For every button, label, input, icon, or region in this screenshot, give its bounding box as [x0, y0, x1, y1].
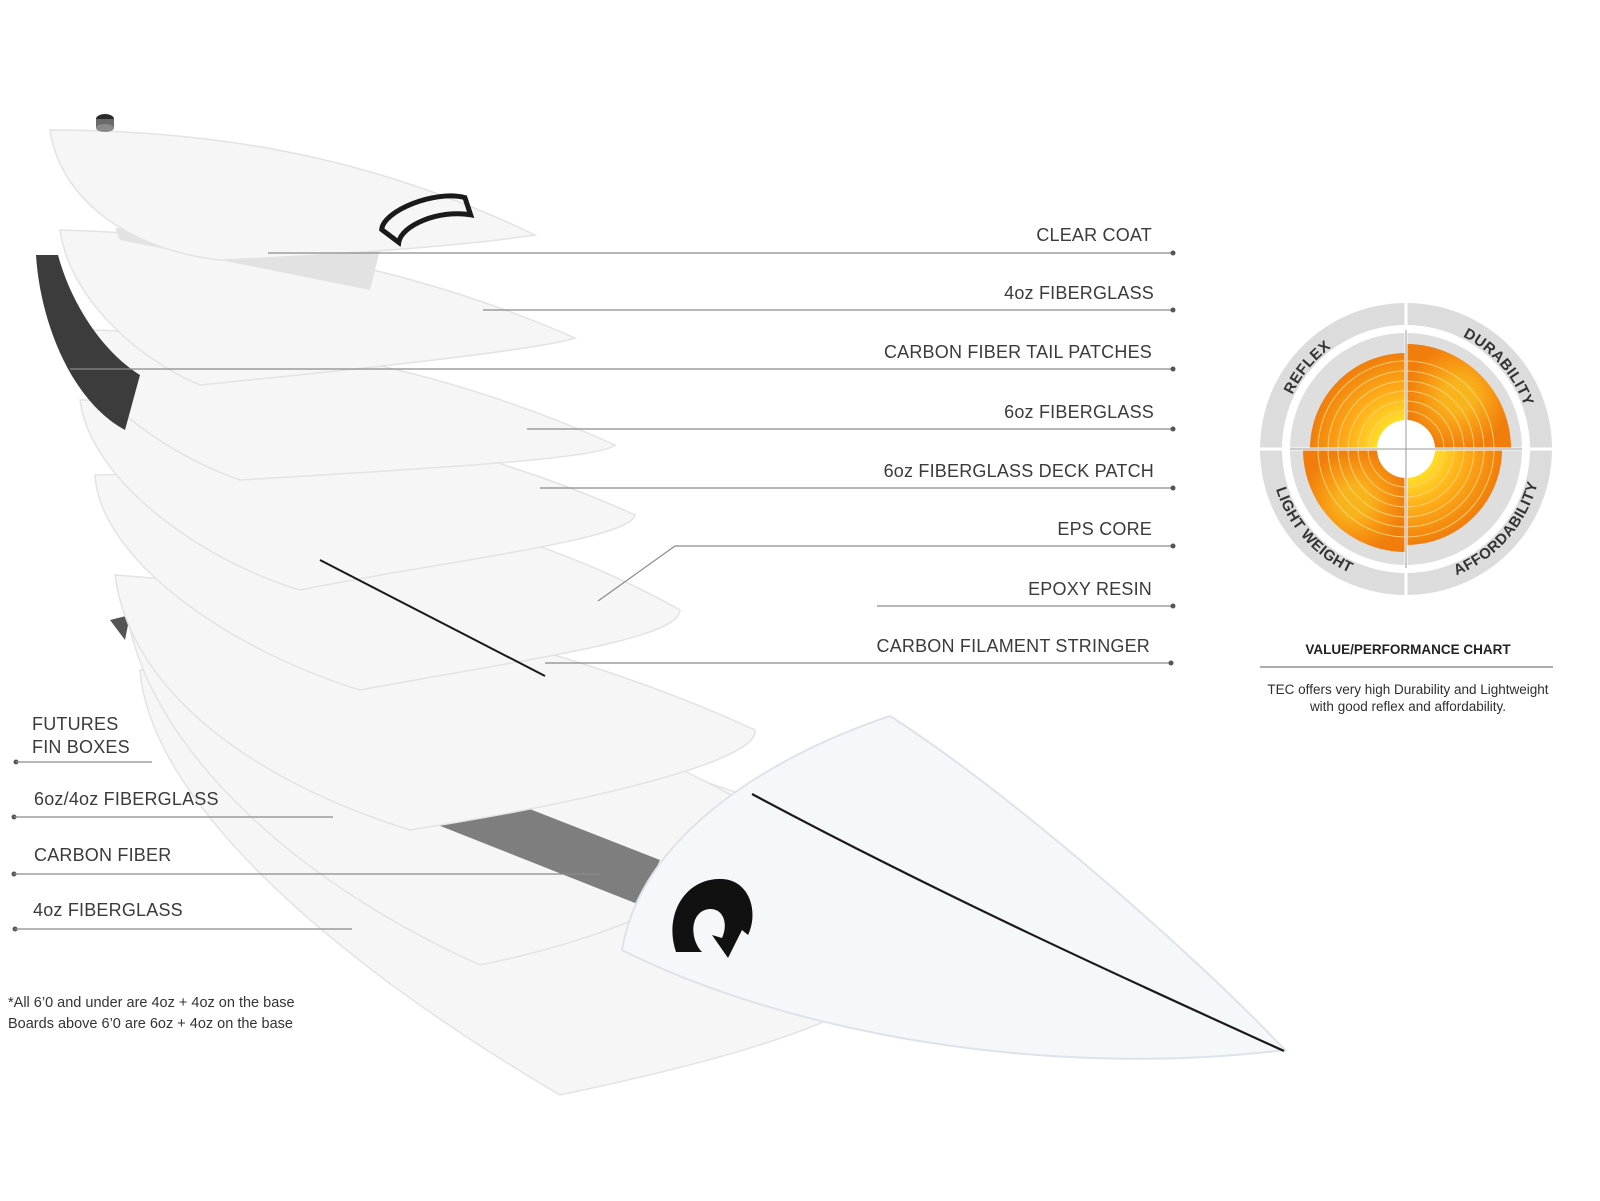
label-6oz-fiberglass: 6oz FIBERGLASS [1004, 402, 1154, 422]
label-epoxy-resin: EPOXY RESIN [1028, 579, 1152, 599]
torq-logo-icon [379, 193, 475, 247]
bottom-layer-labels: FUTURES FIN BOXES 6oz/4oz FIBERGLASS CAR… [11, 714, 600, 932]
footnote-line1: *All 6’0 and under are 4oz + 4oz on the … [8, 995, 295, 1011]
performance-wheel: REFLEX DURABILITY AFFORDABILITY LIGHT WE… [1259, 302, 1553, 596]
label-6oz-4oz-fiberglass: 6oz/4oz FIBERGLASS [34, 789, 219, 809]
chart-desc-line1: TEC offers very high Durability and Ligh… [1267, 682, 1548, 697]
leash-plug-icon [96, 114, 114, 132]
label-carbon-fiber-tail-patches: CARBON FIBER TAIL PATCHES [884, 342, 1152, 362]
label-4oz-fiberglass-bottom: 4oz FIBERGLASS [33, 900, 183, 920]
label-4oz-fiberglass-deck: 4oz FIBERGLASS [1004, 283, 1154, 303]
footnote-line2: Boards above 6’0 are 6oz + 4oz on the ba… [8, 1016, 293, 1032]
board-nose [620, 714, 1288, 1060]
label-futures-line2: FIN BOXES [32, 737, 130, 757]
label-carbon-fiber: CARBON FIBER [34, 845, 171, 865]
label-eps-core: EPS CORE [1057, 519, 1152, 539]
footnote: *All 6’0 and under are 4oz + 4oz on the … [8, 995, 295, 1032]
deck-layer-labels: CLEAR COAT 4oz FIBERGLASS CARBON FIBER T… [70, 225, 1176, 666]
label-6oz-deck-patch: 6oz FIBERGLASS DECK PATCH [884, 461, 1154, 481]
chart-title: VALUE/PERFORMANCE CHART [1305, 642, 1511, 657]
label-futures-line1: FUTURES [32, 714, 118, 734]
torq-logo-icon [672, 878, 753, 958]
performance-chart-caption: VALUE/PERFORMANCE CHART TEC offers very … [1260, 642, 1553, 714]
chart-desc-line2: with good reflex and affordability. [1309, 699, 1506, 714]
label-clear-coat: CLEAR COAT [1036, 225, 1152, 245]
label-carbon-filament-stringer: CARBON FILAMENT STRINGER [877, 636, 1151, 656]
